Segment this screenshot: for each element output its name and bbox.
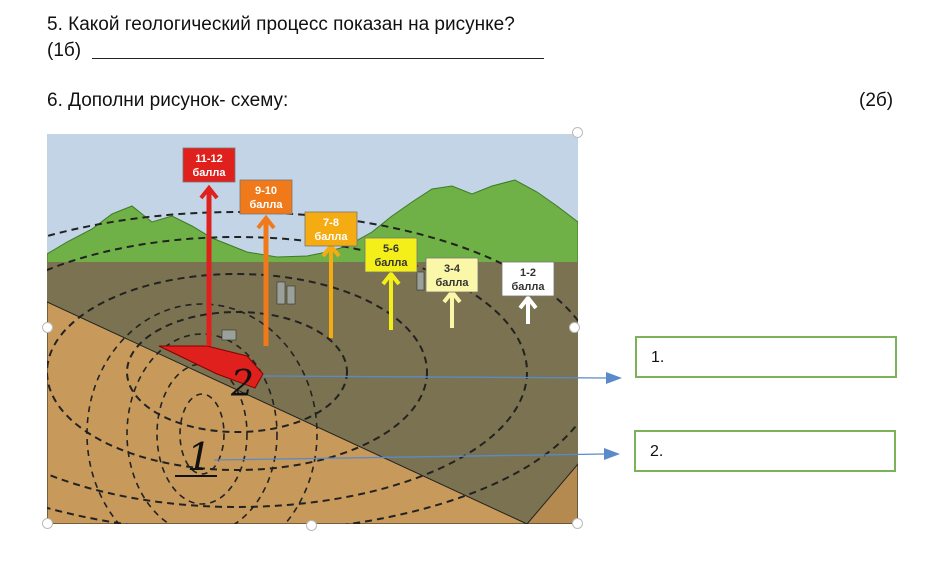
- resize-handle-mr[interactable]: [569, 322, 580, 333]
- intensity-arrowhead-4: [381, 270, 401, 286]
- resize-handle-tr[interactable]: [572, 127, 583, 138]
- answer-line-5[interactable]: [92, 58, 544, 59]
- intensity-unit-3: балла: [314, 231, 348, 243]
- pointer-line-2: [213, 453, 605, 461]
- question-6-points: (2б): [859, 90, 894, 111]
- resize-handle-bl[interactable]: [42, 518, 53, 529]
- resize-handle-ml[interactable]: [42, 322, 53, 333]
- intensity-range-5: 3-4: [444, 263, 461, 275]
- pointer-head-2: [604, 448, 620, 460]
- intensity-label-box-5: [425, 257, 479, 293]
- handwritten-1: 1: [187, 435, 211, 479]
- answer-box-2-label: 2.: [650, 443, 664, 460]
- intensity-unit-5: балла: [435, 277, 469, 289]
- rock-side-face: [526, 463, 578, 524]
- handwritten-2: 2: [230, 364, 254, 405]
- surface-wave-rings: [47, 211, 578, 524]
- intensity-label-box-2: [239, 179, 293, 215]
- answer-box-2[interactable]: 2.: [634, 430, 896, 472]
- intensity-label-box-1: [182, 147, 236, 183]
- depth-wave-rings: [86, 303, 318, 524]
- intensity-label-box-4: [364, 237, 418, 273]
- intensity-unit-4: балла: [374, 257, 408, 269]
- earthquake-diagram: 11-12 балла 9-10 балла 7-8 балла 5-6 балла 3-4 ба…: [47, 134, 578, 524]
- intensity-unit-2: балла: [249, 199, 283, 211]
- intensity-arrowhead-6: [518, 294, 538, 310]
- question-6-text: 6. Дополни рисунок- схему:: [47, 90, 289, 111]
- intensity-label-box-6: [501, 261, 555, 297]
- question-5-points: (1б): [47, 40, 82, 61]
- rock-block: [47, 301, 528, 524]
- pointer-head-1: [606, 372, 622, 384]
- intensity-range-4: 5-6: [383, 243, 399, 255]
- question-5-text: 5. Какой геологический процесс показан н…: [47, 14, 515, 35]
- intensity-levels: 11-12 балла 9-10 балла 7-8 балла 5-6 балла 3-4 ба…: [182, 147, 555, 346]
- intensity-range-2: 9-10: [255, 185, 277, 197]
- intensity-arrowhead-1: [199, 184, 219, 200]
- ground-surface: [47, 262, 578, 524]
- intensity-arrowhead-2: [256, 214, 276, 230]
- answer-box-1[interactable]: 1.: [635, 336, 897, 378]
- resize-handle-bm[interactable]: [306, 520, 317, 531]
- intensity-range-3: 7-8: [323, 217, 339, 229]
- intensity-range-6: 1-2: [520, 267, 536, 279]
- intensity-label-box-3: [304, 211, 358, 247]
- intensity-unit-6: балла: [511, 281, 545, 293]
- resize-handle-br[interactable]: [572, 518, 583, 529]
- intensity-range-1: 11-12: [195, 153, 223, 165]
- pointer-line-1: [262, 375, 607, 379]
- answer-box-1-label: 1.: [651, 349, 665, 366]
- intensity-unit-1: балла: [192, 167, 226, 179]
